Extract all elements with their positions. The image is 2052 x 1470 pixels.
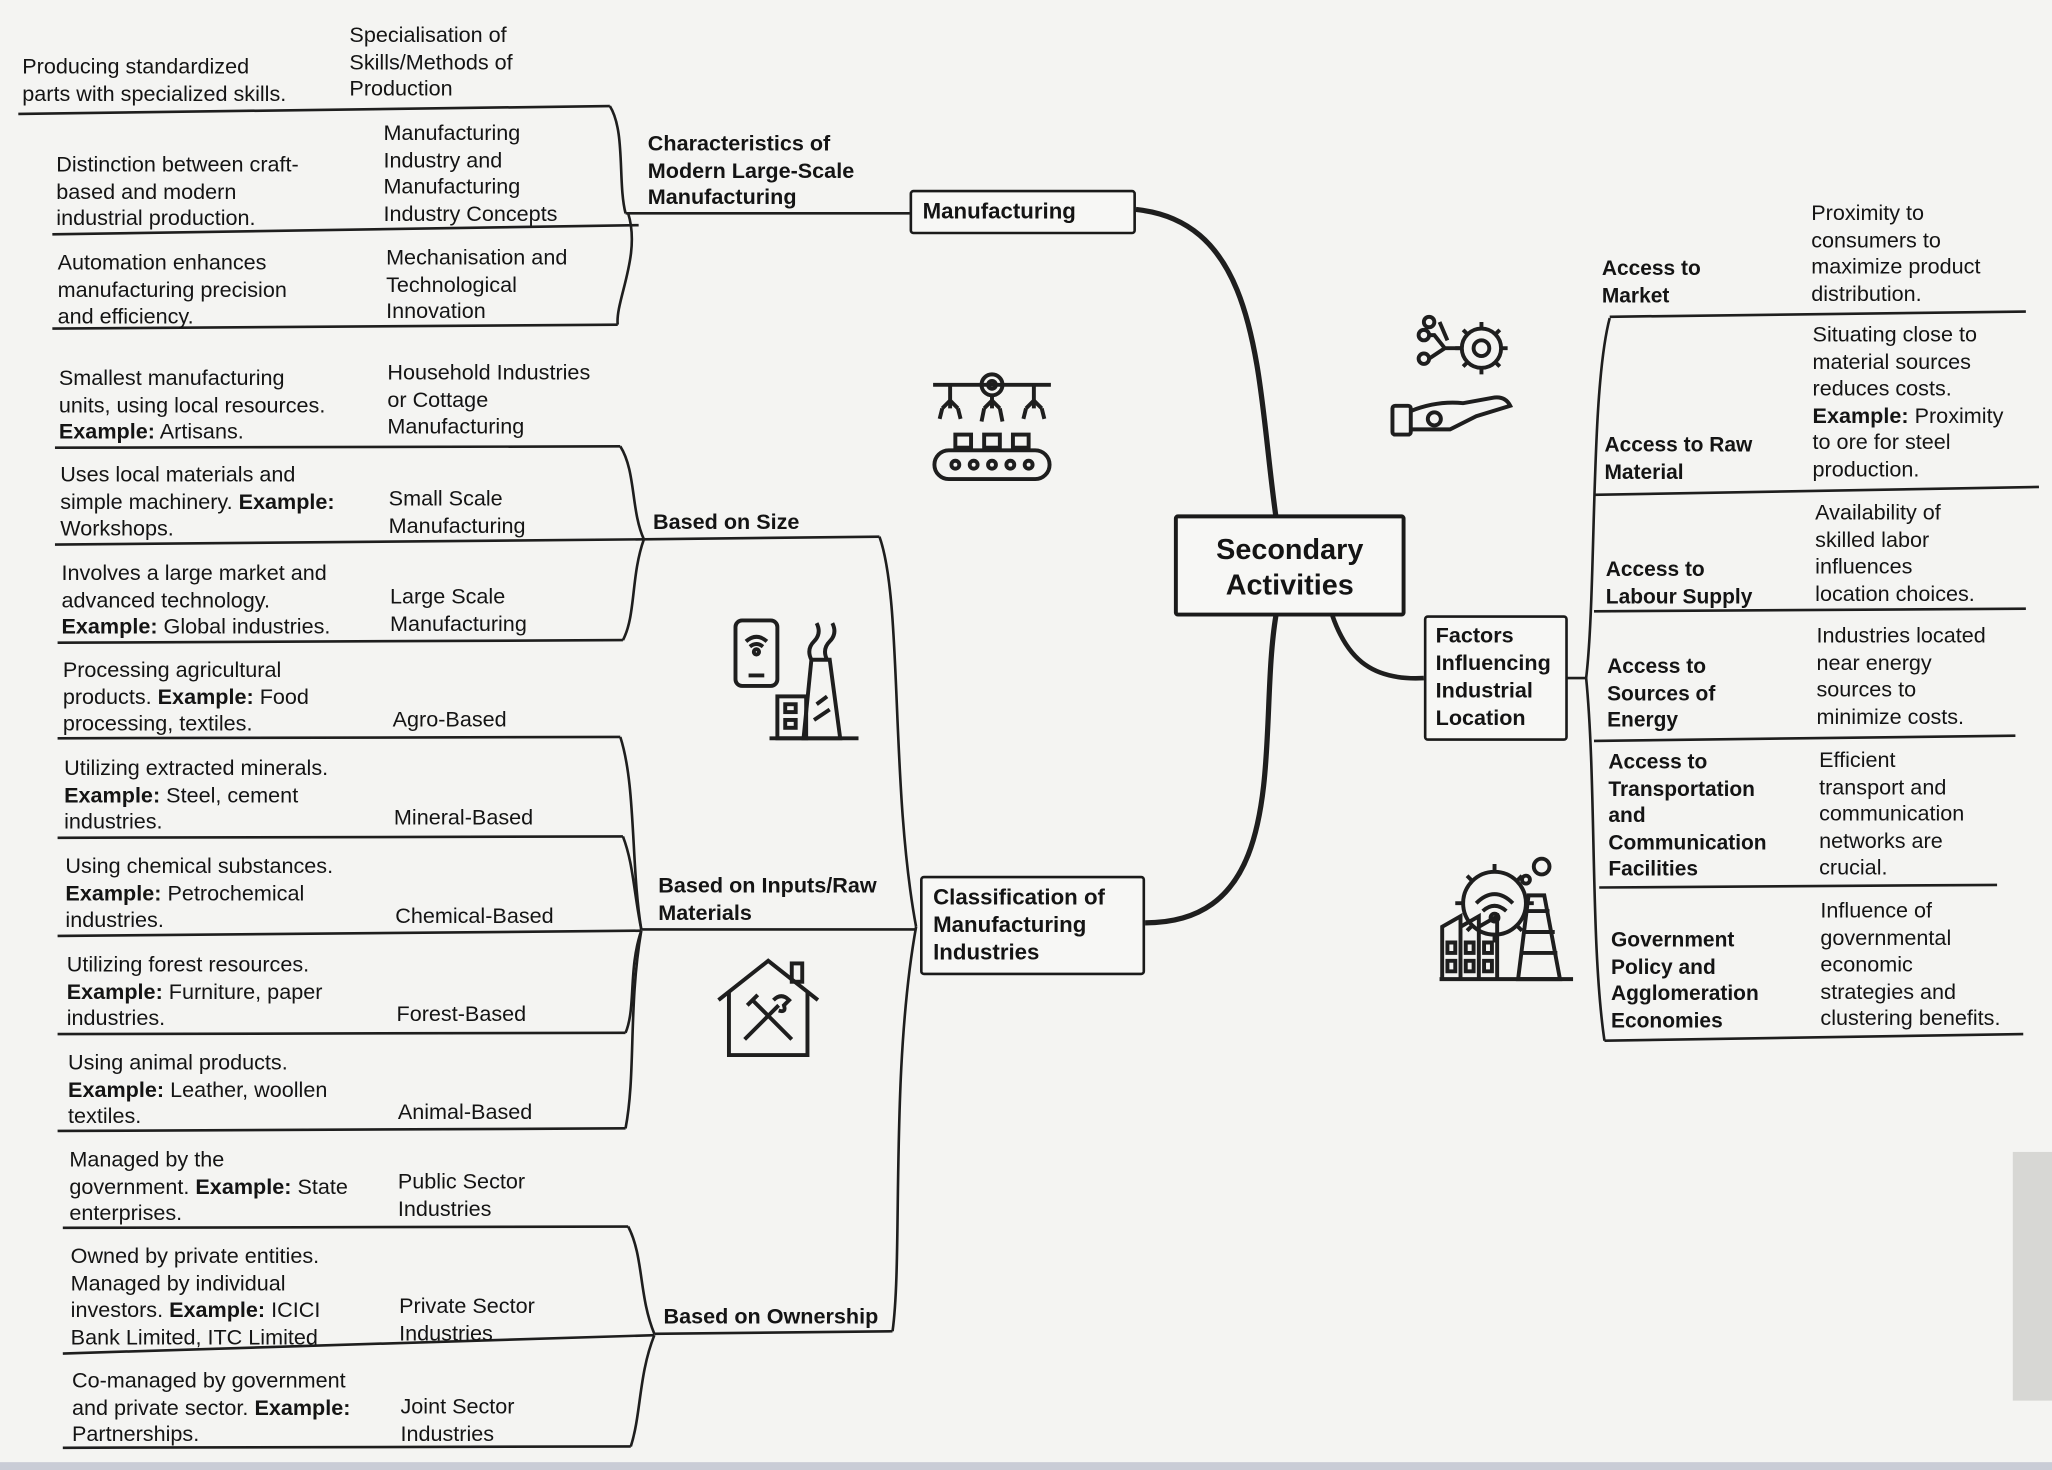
central-topic: Secondary Activities [1173,514,1406,617]
house-tools-icon [717,958,820,1058]
factors-node: Factors Influencing Industrial Location [1423,615,1568,741]
specialisation-name: Specialisation of Skills/Methods of Prod… [349,23,513,102]
large-scale-desc: Involves a large market and advanced tec… [61,561,331,640]
forest-based-desc: Utilizing forest resources. Example: Fur… [66,952,323,1031]
specialisation-desc: Producing standardized parts with specia… [22,54,287,106]
mineral-based-name: Mineral-Based [393,806,534,830]
factor-energy-desc: Industries located near energy sources t… [1816,624,1986,729]
joint-sector-desc: Co-managed by government and private sec… [71,1369,351,1447]
smartphone-factory-icon [733,618,859,741]
factor-raw-material-desc: Situating close to material sources redu… [1812,323,2004,482]
robotic-arms-conveyor-icon [932,372,1052,482]
based-on-inputs-label: Based on Inputs/Raw Materials [658,874,877,925]
factor-labour-desc: Availability of skilled labor influences… [1815,501,1975,606]
large-scale-name: Large Scale Manufacturing [389,585,527,636]
small-scale-name: Small Scale Manufacturing [388,486,526,538]
factor-market-name: Access to Market [1601,257,1701,308]
page-bottom-strip [0,1462,2052,1470]
industry-concepts-desc: Distinction between craft- based and mod… [56,153,299,231]
agro-based-name: Agro-Based [392,708,507,732]
factor-transport-desc: Efficient transport and communication ne… [1819,748,1965,881]
joint-sector-name: Joint Sector Industries [400,1395,515,1446]
classification-node: Classification of Manufacturing Industri… [920,875,1146,976]
agro-based-desc: Processing agricultural products. Exampl… [62,658,309,736]
mineral-based-desc: Utilizing extracted minerals. Example: S… [64,756,329,835]
characteristics-label: Characteristics of Modern Large-Scale Ma… [647,132,855,210]
factor-government-desc: Influence of governmental economic strat… [1820,899,2001,1031]
manufacturing-node: Manufacturing [909,189,1136,235]
chemical-based-desc: Using chemical substances. Example: Petr… [65,854,334,933]
small-scale-desc: Uses local materials and simple machiner… [60,463,335,541]
mechanisation-name: Mechanisation and Technological Innovati… [386,246,568,324]
household-desc: Smallest manufacturing units, using loca… [58,366,326,444]
smart-factory-icon [1439,856,1574,982]
household-name: Household Industries or Cottage Manufact… [387,361,591,439]
public-sector-name: Public Sector Industries [397,1170,526,1221]
industry-concepts-name: Manufacturing Industry and Manufacturing… [383,121,558,227]
robot-hand-gear-icon [1390,314,1514,437]
mechanisation-desc: Automation enhances manufacturing precis… [57,251,287,329]
private-sector-name: Private Sector Industries [399,1294,535,1346]
factor-market-desc: Proximity to consumers to maximize produ… [1811,201,1981,307]
public-sector-desc: Managed by the government. Example: Stat… [69,1147,348,1226]
chemical-based-name: Chemical-Based [395,904,554,929]
private-sector-desc: Owned by private entities. Managed by in… [70,1244,321,1350]
factor-energy-name: Access to Sources of Energy [1607,655,1716,732]
factor-raw-material-name: Access to Raw Material [1604,434,1753,484]
animal-based-desc: Using animal products. Example: Leather,… [68,1051,328,1129]
based-on-size-label: Based on Size [653,510,800,535]
forest-based-name: Forest-Based [396,1002,527,1027]
factor-transport-name: Access to Transportation and Communicati… [1608,751,1767,882]
factor-government-name: Government Policy and Agglomeration Econ… [1611,929,1759,1033]
animal-based-name: Animal-Based [397,1100,533,1125]
page-edge-tab [2012,1151,2052,1401]
factor-labour-name: Access to Labour Supply [1605,558,1753,609]
based-on-ownership-label: Based on Ownership [663,1305,879,1329]
